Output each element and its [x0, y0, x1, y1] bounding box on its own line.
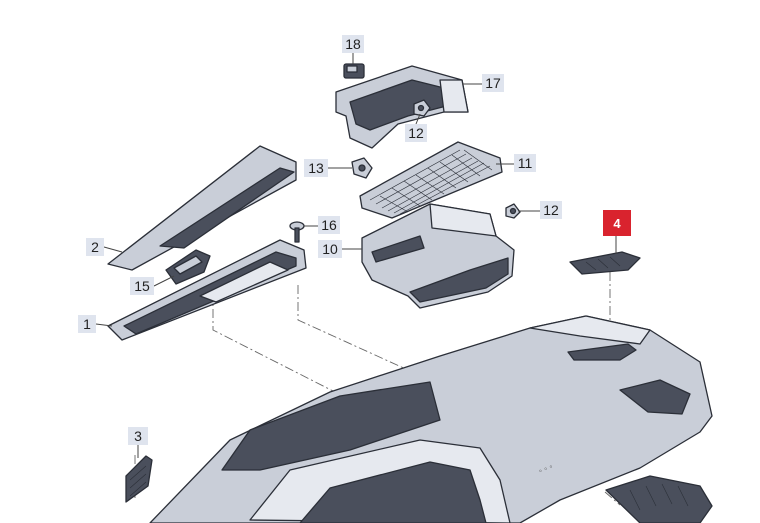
callout-12-top-label: 12 — [408, 125, 424, 141]
part-1-trim-frame — [107, 239, 307, 341]
part-12-nut-right — [505, 203, 521, 219]
callout-18-label: 18 — [345, 36, 361, 52]
part-15-switch — [165, 249, 211, 285]
callout-15: 15 — [130, 277, 154, 295]
part-18-clip — [343, 63, 365, 79]
callout-11-label: 11 — [518, 155, 533, 171]
callout-13: 13 — [304, 159, 328, 177]
callout-18: 18 — [342, 35, 364, 53]
callout-16: 16 — [318, 216, 340, 234]
callout-11: 11 — [514, 154, 536, 172]
part-10-air-duct — [361, 203, 515, 309]
callout-15-label: 15 — [134, 278, 150, 294]
callout-12-right-label: 12 — [543, 202, 559, 218]
part-12-nut-top — [413, 99, 431, 117]
callout-17-label: 17 — [485, 75, 501, 91]
callout-4-label: 4 — [613, 216, 621, 231]
callout-3-label: 3 — [134, 428, 142, 444]
callout-16-label: 16 — [321, 217, 337, 233]
part-13-clip — [351, 157, 373, 179]
callout-12-right: 12 — [540, 201, 562, 219]
callout-10: 10 — [318, 240, 342, 258]
callout-10-label: 10 — [322, 241, 338, 257]
callout-2: 2 — [86, 238, 104, 256]
callout-13-label: 13 — [308, 160, 324, 176]
part-4-vent — [569, 251, 641, 275]
callout-17: 17 — [482, 74, 504, 92]
callout-12-top: 12 — [405, 124, 427, 142]
part-16-screw — [289, 221, 305, 243]
part-2-trim-strip — [107, 145, 297, 271]
callout-1: 1 — [78, 315, 96, 333]
callout-1-label: 1 — [83, 316, 91, 332]
callout-2-label: 2 — [91, 239, 99, 255]
callout-4-highlight: 4 — [603, 210, 631, 236]
part-11-grille — [359, 141, 503, 219]
callout-3: 3 — [128, 427, 148, 445]
part-3-side-vent — [125, 455, 153, 503]
leader-lines — [95, 53, 617, 458]
part-17-bracket — [335, 65, 469, 149]
dashboard-body: ◦ ◦ ◦ — [149, 315, 713, 523]
